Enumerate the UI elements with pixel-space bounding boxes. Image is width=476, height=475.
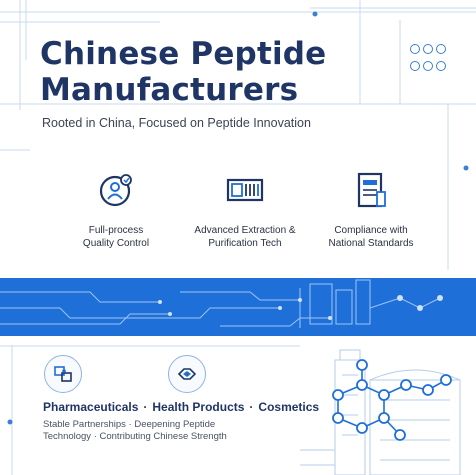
product-pharmaceuticals: Pharmaceuticals xyxy=(43,400,139,414)
decorative-dots xyxy=(410,44,446,71)
feature-label: Full-process Quality Control xyxy=(82,225,150,249)
product-categories: Pharmaceuticals · Health Products · Cosmetic… xyxy=(43,400,319,414)
extraction-equipment-icon xyxy=(226,178,264,202)
compliance-document-icon xyxy=(357,172,386,208)
separator: · xyxy=(249,400,254,414)
title-line-1: Chinese Peptide xyxy=(40,36,327,72)
page-title: Chinese Peptide Manufacturers xyxy=(40,36,326,108)
puzzle-partnership-icon xyxy=(54,366,72,382)
product-cosmetics: Cosmetics xyxy=(258,400,320,414)
feature-label: Compliance with National Standards xyxy=(328,225,414,249)
separator: · xyxy=(143,400,148,414)
quality-control-icon xyxy=(99,174,132,207)
product-health: Health Products xyxy=(152,400,245,414)
handshake-icon xyxy=(177,368,197,380)
building-molecule-illustration xyxy=(300,349,461,475)
feature-compliance: Compliance with National Standards xyxy=(296,170,446,250)
subtitle: Rooted in China, Focused on Peptide Inno… xyxy=(42,116,311,130)
feature-label: Advanced Extraction & Purification Tech xyxy=(194,225,296,249)
partnership-icon-badge xyxy=(44,355,82,393)
feature-quality-control: Full-process Quality Control xyxy=(41,170,191,250)
tagline: Stable Partnerships · Deepening Peptide … xyxy=(43,419,227,442)
circuit-banner xyxy=(0,278,476,336)
circuit-graphic xyxy=(0,279,443,328)
handshake-icon-badge xyxy=(168,355,206,393)
feature-extraction-tech: Advanced Extraction & Purification Tech xyxy=(170,170,320,250)
title-line-2: Manufacturers xyxy=(40,72,299,108)
